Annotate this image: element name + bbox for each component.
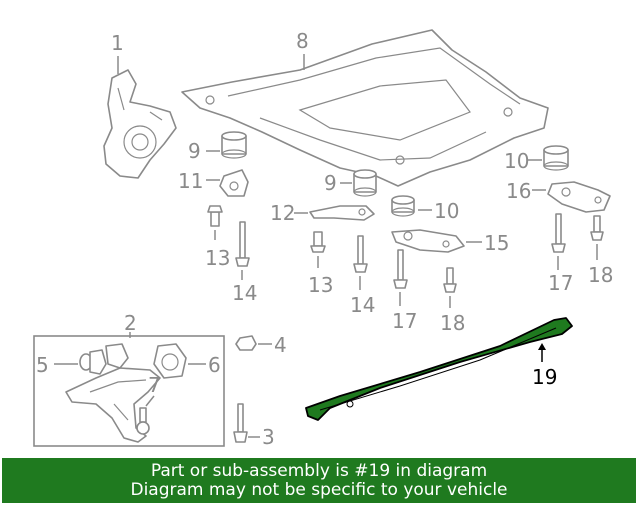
bushing-part-6[interactable] — [153, 343, 187, 379]
lower-control-arm-assembly-part-2[interactable] — [33, 335, 225, 447]
bolt-part-17-right[interactable] — [551, 213, 566, 253]
callout-19: 19 — [532, 365, 557, 389]
callout-14-left: 14 — [232, 281, 257, 305]
bushing-part-10-middle[interactable] — [391, 195, 415, 217]
nut-part-4[interactable] — [235, 335, 257, 351]
callout-18-middle: 18 — [440, 311, 465, 335]
callout-14-middle: 14 — [350, 293, 375, 317]
lower-control-arm-drawing[interactable] — [65, 367, 161, 443]
callout-11: 11 — [178, 169, 203, 193]
callout-17-middle: 17 — [392, 309, 417, 333]
bolt-part-13-middle[interactable] — [310, 231, 326, 253]
arrowhead-19 — [538, 343, 546, 350]
callout-9-left: 9 — [188, 139, 201, 163]
bushing-part-9-left[interactable] — [221, 131, 247, 159]
bolt-part-13-left[interactable] — [207, 205, 223, 227]
callout-2: 2 — [124, 311, 137, 335]
callout-16: 16 — [506, 179, 531, 203]
bolt-part-18-right[interactable] — [590, 215, 604, 241]
callout-4: 4 — [274, 333, 287, 357]
bracket-part-15[interactable] — [391, 229, 465, 253]
leader-7 — [145, 395, 155, 407]
bolt-part-3[interactable] — [233, 403, 248, 443]
callout-8: 8 — [296, 29, 309, 53]
bushing-part-10-right[interactable] — [543, 145, 569, 171]
steering-knuckle-part-1[interactable] — [103, 69, 177, 179]
callout-9-middle: 9 — [324, 171, 337, 195]
engine-cradle-part-8[interactable] — [181, 29, 549, 187]
bolt-part-14-left[interactable] — [235, 221, 250, 267]
callout-12: 12 — [270, 201, 295, 225]
brace-plate-part-12[interactable] — [309, 205, 375, 221]
callout-15: 15 — [484, 231, 509, 255]
callout-7: 7 — [148, 373, 161, 397]
callout-5: 5 — [36, 353, 49, 377]
callout-18-right: 18 — [588, 263, 613, 287]
bolt-part-18-middle[interactable] — [443, 267, 457, 293]
part-19-shape[interactable] — [305, 317, 573, 421]
bushing-part-9-middle[interactable] — [353, 169, 377, 197]
callout-1: 1 — [111, 31, 124, 55]
callout-10-right: 10 — [504, 149, 529, 173]
exploded-parts-diagram: 1 8 9 9 10 10 1 — [33, 29, 613, 449]
callout-13-left: 13 — [205, 246, 230, 270]
ball-joint-part-7[interactable] — [136, 407, 150, 435]
bolt-part-14-middle[interactable] — [353, 235, 368, 273]
highlighted-part-19[interactable] — [305, 317, 573, 421]
bushing-part-5[interactable] — [79, 343, 129, 375]
bracket-part-16[interactable] — [547, 181, 611, 213]
callout-13-middle: 13 — [308, 273, 333, 297]
notice-line-2: Diagram may not be specific to your vehi… — [130, 479, 508, 500]
notice-banner: Part or sub-assembly is #19 in diagram D… — [2, 458, 636, 503]
callout-3: 3 — [262, 425, 275, 449]
callout-17-right: 17 — [548, 271, 573, 295]
notice-line-1: Part or sub-assembly is #19 in diagram — [150, 460, 488, 481]
callout-10-middle: 10 — [434, 199, 459, 223]
callout-6: 6 — [208, 353, 221, 377]
bracket-part-11[interactable] — [219, 169, 249, 197]
bolt-part-17-middle[interactable] — [393, 249, 408, 289]
